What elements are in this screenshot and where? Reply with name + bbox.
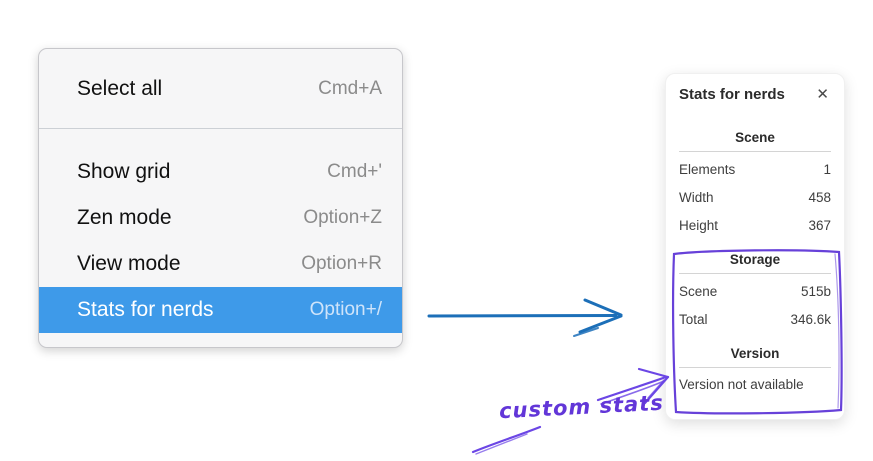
stat-value: 458: [808, 189, 831, 205]
stat-row-height: Height 367: [679, 211, 831, 239]
section-divider: [679, 273, 831, 274]
menu-item-shortcut: Cmd+': [327, 161, 382, 182]
custom-stats-annotation: custom stats: [498, 390, 665, 424]
section-divider: [679, 151, 831, 152]
stats-for-nerds-panel: Stats for nerds ✕ Scene Elements 1 Width…: [665, 73, 845, 420]
menu-item-label: Stats for nerds: [77, 298, 214, 321]
menu-divider: [39, 128, 402, 129]
menu-item-label: Zen mode: [77, 206, 172, 229]
menu-group: Show grid Cmd+' Zen mode Option+Z View m…: [39, 129, 402, 333]
menu-item-label: Show grid: [77, 160, 171, 183]
version-section-heading: Version: [730, 346, 780, 361]
stats-panel-header: Stats for nerds ✕: [679, 85, 831, 104]
menu-item-shortcut: Option+R: [301, 253, 382, 274]
stat-label: Total: [679, 311, 708, 327]
stat-row-total-size: Total 346.6k: [679, 305, 831, 333]
menu-item-shortcut: Option+/: [309, 299, 382, 320]
scene-section-heading: Scene: [735, 130, 775, 145]
stat-row-elements: Elements 1: [679, 155, 831, 183]
view-context-menu: Select all Cmd+A Show grid Cmd+' Zen mod…: [38, 48, 403, 348]
menu-item-label: Select all: [77, 76, 163, 100]
menu-item-stats-for-nerds[interactable]: Stats for nerds Option+/: [39, 287, 402, 333]
menu-item-shortcut: Cmd+A: [318, 77, 382, 99]
stat-row-width: Width 458: [679, 183, 831, 211]
stat-value: 515b: [800, 283, 831, 299]
section-divider: [679, 367, 831, 368]
stat-label: Width: [679, 189, 714, 205]
stat-row-scene-size: Scene 515b: [679, 277, 831, 305]
stat-label: Height: [679, 217, 719, 233]
stats-panel-title: Stats for nerds: [679, 86, 785, 103]
stat-value: 346.6k: [790, 311, 831, 327]
close-icon[interactable]: ✕: [816, 86, 829, 103]
stat-value: 367: [808, 217, 831, 233]
menu-item-shortcut: Option+Z: [303, 207, 382, 228]
stat-label: Elements: [679, 161, 736, 177]
storage-section-heading: Storage: [729, 252, 781, 267]
menu-item-view-mode[interactable]: View mode Option+R: [39, 241, 402, 287]
blue-arrow: [427, 298, 623, 337]
stat-value: 1: [823, 161, 831, 177]
stat-label: Scene: [679, 283, 718, 299]
menu-item-zen-mode[interactable]: Zen mode Option+Z: [39, 195, 402, 241]
menu-item-select-all[interactable]: Select all Cmd+A: [39, 49, 402, 128]
menu-item-show-grid[interactable]: Show grid Cmd+': [39, 149, 402, 195]
menu-item-label: View mode: [77, 252, 181, 275]
version-note: Version not available: [679, 377, 804, 392]
